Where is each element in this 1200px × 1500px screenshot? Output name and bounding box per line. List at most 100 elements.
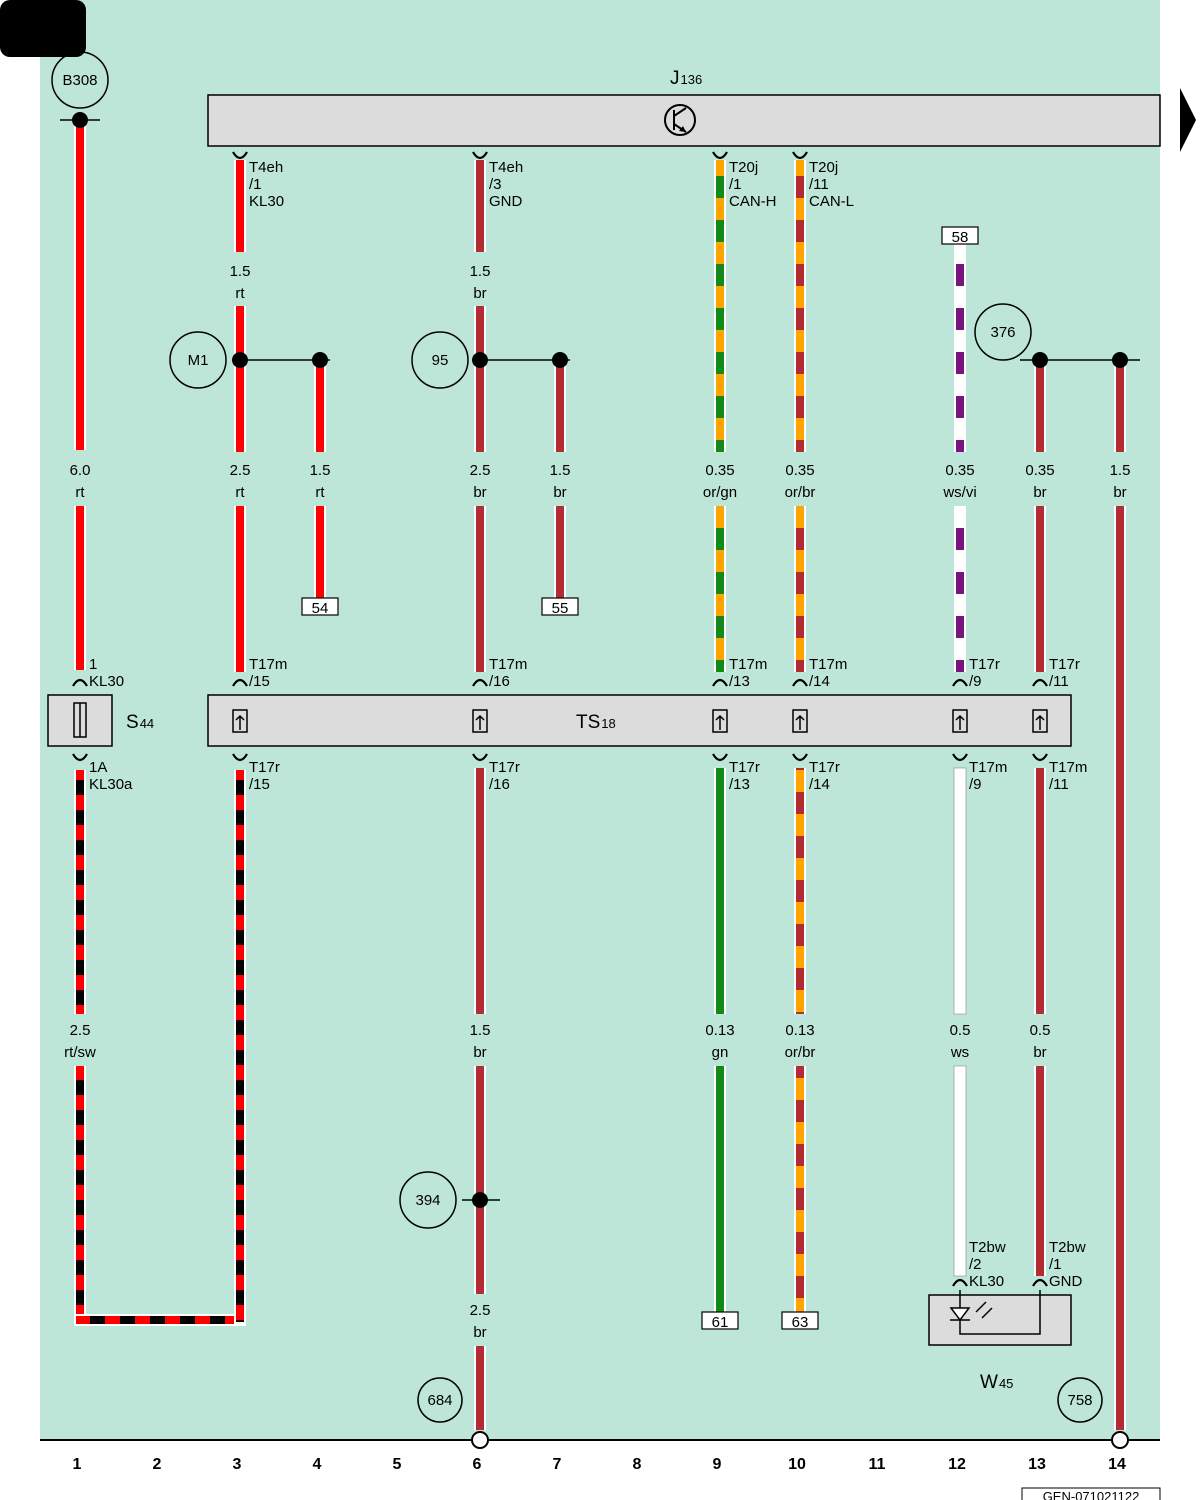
junction-dot: [552, 352, 568, 368]
junction-dot: [1032, 352, 1048, 368]
connector-icon: [712, 709, 728, 733]
target-58: 58: [952, 229, 969, 246]
wire-size: 1.5: [470, 263, 491, 280]
pin-label: T2bw: [1049, 1239, 1086, 1256]
ts18-box[interactable]: [207, 694, 1072, 747]
pin-label: T17m: [729, 656, 767, 673]
junction-dot: [312, 352, 328, 368]
pin-label: T17m: [969, 759, 1007, 776]
pin-label: /14: [809, 776, 830, 793]
pin-label: 1: [89, 656, 97, 673]
wire-col6-e-core: [476, 1066, 484, 1294]
wire-size: 0.35: [1025, 462, 1054, 479]
pin-label: 1A: [89, 759, 107, 776]
wire-size: 0.5: [1030, 1022, 1051, 1039]
wire-col13-d-core: [1036, 1066, 1044, 1276]
wire-col14-b-core: [1116, 506, 1124, 1430]
wire-col10-b-stripe: [796, 506, 804, 672]
ref-684-circle[interactable]: [417, 1377, 463, 1423]
junction-dot: [472, 352, 488, 368]
target-55-box[interactable]: [541, 597, 579, 616]
connector-icon: [792, 709, 808, 733]
wire-col9-d-core: [716, 1066, 724, 1312]
pin-hook-icon: [232, 753, 248, 762]
wire-col1-bot2-stripe: [76, 1066, 84, 1320]
next-page-arrow-icon[interactable]: [1180, 88, 1196, 152]
ref-376-circle[interactable]: [974, 303, 1032, 361]
wire-size: 0.35: [785, 462, 814, 479]
pin-label: KL30: [249, 193, 284, 210]
j136-box[interactable]: [207, 94, 1161, 147]
pin-label: KL30a: [89, 776, 133, 793]
target-61-box[interactable]: [701, 1311, 739, 1330]
target-58-box[interactable]: [941, 226, 979, 245]
column-number: 10: [788, 1456, 806, 1473]
wire-col9-c-core: [716, 768, 724, 1014]
pin-label: /13: [729, 673, 750, 690]
target-54: 54: [312, 600, 329, 617]
ground-terminal-icon: [471, 1431, 489, 1449]
wire-size: 2.5: [470, 462, 491, 479]
wire-col3-b-core: [236, 306, 244, 452]
wire-color: br: [553, 484, 566, 501]
pin-label: CAN-L: [809, 193, 854, 210]
junction-dot: [1112, 352, 1128, 368]
column-number: 7: [553, 1456, 562, 1473]
wire-col3-loop-stripe: [236, 770, 244, 1322]
pin-hook-icon: [1032, 753, 1048, 762]
pin-hook-icon: [712, 753, 728, 762]
pin-label: T4eh: [249, 159, 283, 176]
wire-col3-a-core: [236, 160, 244, 252]
wire-color: br: [1033, 1044, 1046, 1061]
wire-specs: 6.0 rt 2.5 rt/sw 1.5 rt 2.5 rt 1.5 rt 1.…: [64, 263, 1130, 1341]
wire-col6-c-core: [476, 506, 484, 672]
junction-dot: [472, 1192, 488, 1208]
wire-color: br: [473, 285, 486, 302]
pin-label: /16: [489, 673, 510, 690]
wire-col9-b-stripe: [716, 506, 724, 672]
wire-color: br: [473, 484, 486, 501]
ref-394: 394: [415, 1192, 440, 1209]
ref-95-circle[interactable]: [411, 331, 469, 389]
ref-b308-circle[interactable]: [51, 51, 109, 109]
pin-label: /1: [1049, 1256, 1062, 1273]
pin-label: T17m: [249, 656, 287, 673]
document-id-box: [1021, 1487, 1161, 1500]
pin-label: KL30: [969, 1273, 1004, 1290]
wire-size: 0.5: [950, 1022, 971, 1039]
pin-label: /15: [249, 673, 270, 690]
ref-394-circle[interactable]: [399, 1171, 457, 1229]
pin-label: /11: [1049, 673, 1069, 690]
wire-col12-a-stripe: [956, 244, 964, 452]
j136-label: J136: [670, 68, 702, 89]
connector-icon: [952, 709, 968, 733]
pin-hook-icon: [952, 1278, 968, 1287]
target-63-box[interactable]: [781, 1311, 819, 1330]
pin-label: /2: [969, 1256, 982, 1273]
pin-label: /15: [249, 776, 270, 793]
column-number: 4: [313, 1456, 322, 1473]
wire-color: rt: [235, 484, 245, 501]
wire-col4-b-core: [316, 506, 324, 598]
junction-dot: [232, 352, 248, 368]
wire-color: gn: [712, 1044, 729, 1061]
target-54-box[interactable]: [301, 597, 339, 616]
pin-hooks: [72, 151, 1048, 1287]
wire-col13-c-core: [1036, 768, 1044, 1014]
pin-label: T20j: [809, 159, 838, 176]
ref-m1-circle[interactable]: [169, 331, 227, 389]
pin-hook-icon: [712, 151, 728, 160]
ts18-label: TS18: [576, 712, 616, 733]
ref-758-circle[interactable]: [1057, 1377, 1103, 1423]
pin-label: CAN-H: [729, 193, 777, 210]
wire-color: or/gn: [703, 484, 737, 501]
connector-icon: [472, 709, 488, 733]
pin-hook-icon: [232, 678, 248, 687]
wire-color: rt: [315, 484, 325, 501]
ts-connector-arrows: [235, 714, 1045, 730]
wire-size: 0.35: [945, 462, 974, 479]
column-number: 11: [869, 1456, 886, 1473]
wire-col6-f-core: [476, 1346, 484, 1430]
wire-col13-a-core: [1036, 360, 1044, 452]
